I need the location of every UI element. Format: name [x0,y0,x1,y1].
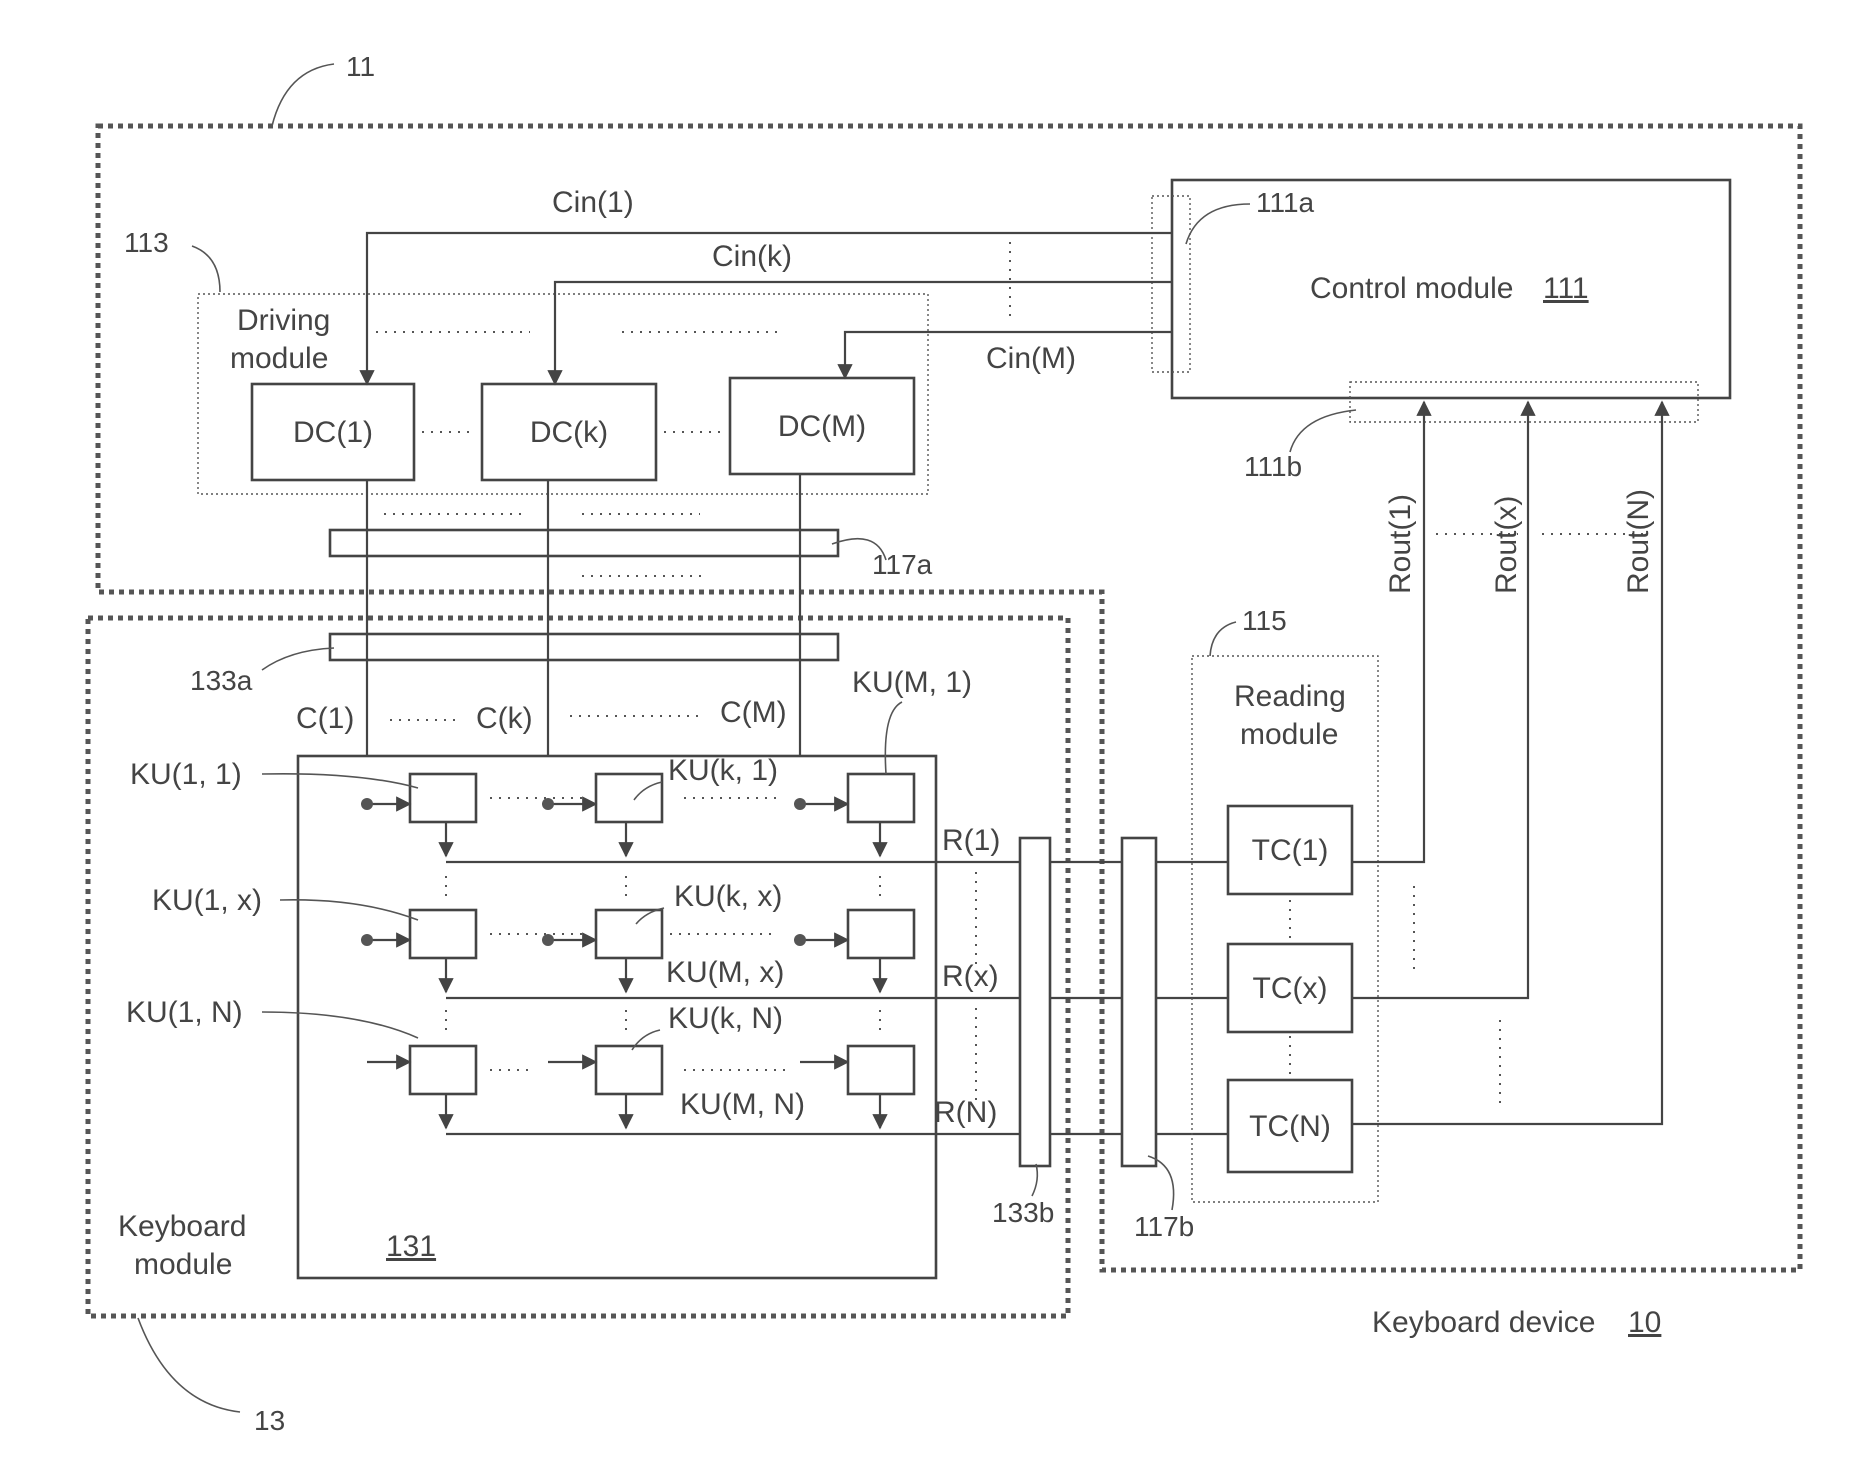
ku-k-x-label: KU(k, x) [674,880,782,913]
ref-11: 11 [346,51,375,82]
reading-module-label-1: Reading [1234,680,1346,713]
control-module-numeral: 111 [1543,272,1589,305]
key-unit-k-n [596,1046,662,1094]
keyboard-module-label-1: Keyboard [118,1210,246,1243]
device-label: Keyboard device [1372,1306,1595,1339]
driving-circuit-m-label: DC(M) [778,410,866,443]
reading-circuit-n-label: TC(N) [1249,1110,1331,1143]
keyboard-module-label-2: module [134,1248,232,1281]
column-m-label: C(M) [720,696,787,729]
driving-module-label-1: Driving [237,304,330,337]
ref-133b: 133b [992,1197,1054,1228]
ref-133a: 133a [190,665,253,696]
key-matrix-numeral: 131 [386,1230,436,1263]
ku-k-n-label: KU(k, N) [668,1002,783,1035]
reading-module-label-2: module [1240,718,1338,751]
ku-1-x-label: KU(1, x) [152,884,262,917]
ku-k-1-label: KU(k, 1) [668,754,778,787]
key-matrix-131 [298,756,936,1278]
ku-m-1-label: KU(M, 1) [852,666,972,699]
row-n-label: R(N) [934,1096,997,1129]
key-unit-m-n [848,1046,914,1094]
device-numeral: 10 [1628,1306,1661,1339]
key-unit-1-x [410,910,476,958]
connector-117a [330,530,838,556]
column-k-label: C(k) [476,702,533,735]
key-unit-1-n [410,1046,476,1094]
reading-circuit-1-label: TC(1) [1252,834,1329,867]
cin-1-label: Cin(1) [552,186,634,219]
ref-113: 113 [124,227,169,258]
driving-circuit-1-label: DC(1) [293,416,373,449]
row-x-label: R(x) [942,960,999,993]
connector-133a [330,634,838,660]
rout-n-label: Rout(N) [1622,489,1655,594]
key-unit-1-1 [410,774,476,822]
connector-117b [1122,838,1156,1166]
key-unit-m-x [848,910,914,958]
cin-m-label: Cin(M) [986,342,1076,375]
key-unit-k-x [596,910,662,958]
key-unit-m-1 [848,774,914,822]
key-unit-k-1 [596,774,662,822]
ref-111a: 111a [1256,187,1315,218]
driving-circuit-k-label: DC(k) [530,416,608,449]
ref-111b: 111b [1244,451,1302,482]
ref-117a: 117a [872,549,933,580]
ku-1-n-label: KU(1, N) [126,996,243,1029]
ref-115: 115 [1242,605,1287,636]
row-1-label: R(1) [942,824,1000,857]
ku-m-n-label: KU(M, N) [680,1088,805,1121]
rout-x-label: Rout(x) [1490,496,1523,594]
driving-module-label-2: module [230,342,328,375]
column-1-label: C(1) [296,702,354,735]
ku-m-x-label: KU(M, x) [666,956,784,989]
ref-117b: 117b [1134,1211,1194,1242]
ref-13: 13 [254,1405,285,1436]
connector-133b [1020,838,1050,1166]
rout-1-label: Rout(1) [1384,494,1417,594]
reading-circuit-x-label: TC(x) [1253,972,1328,1005]
cin-k-label: Cin(k) [712,240,792,273]
ku-1-1-label: KU(1, 1) [130,758,242,791]
control-module-label: Control module [1310,272,1513,305]
